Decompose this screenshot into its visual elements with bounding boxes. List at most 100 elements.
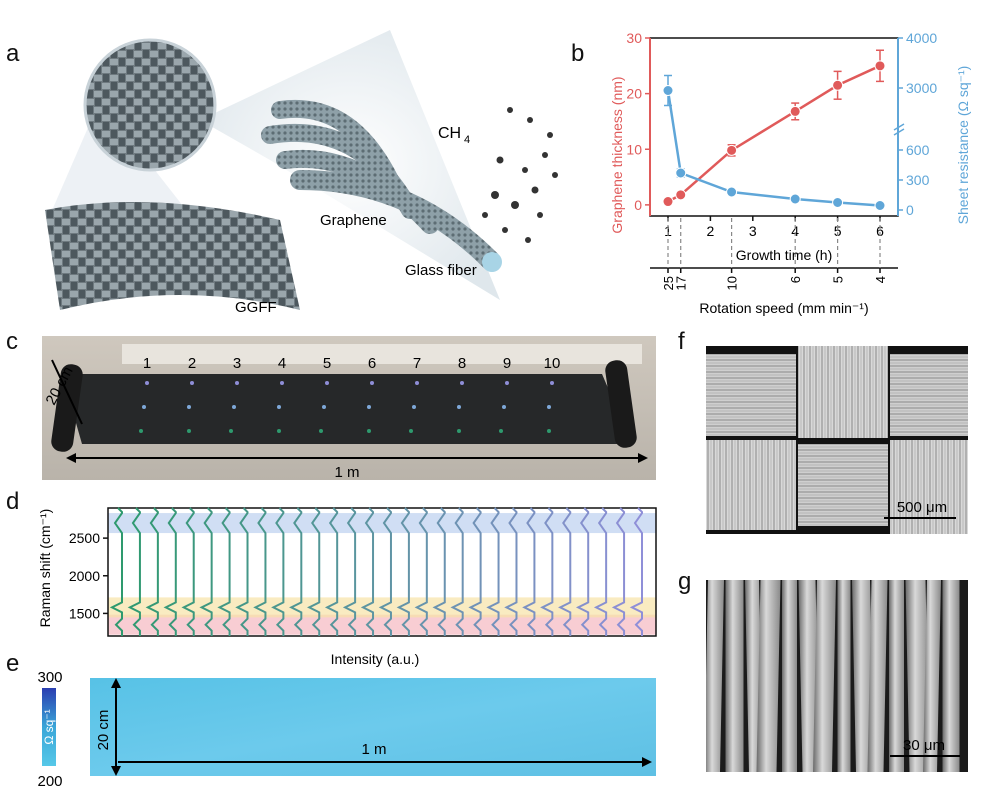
glass-fiber bbox=[706, 580, 724, 772]
panel-g-sem: 30 μm bbox=[706, 580, 968, 772]
x2-tick-label: 5 bbox=[831, 276, 846, 283]
data-point bbox=[832, 197, 844, 208]
measure-dot bbox=[229, 429, 233, 433]
graphene-label: Graphene bbox=[320, 212, 387, 229]
glass-fiber bbox=[923, 580, 941, 772]
fabric-sheet bbox=[45, 202, 300, 310]
data-point bbox=[662, 85, 674, 96]
y-tick-label: 30 bbox=[626, 30, 642, 46]
data-point bbox=[832, 79, 844, 91]
panel-label-g: g bbox=[678, 568, 692, 595]
raman-spectrum bbox=[486, 507, 500, 636]
ch4-molecules bbox=[482, 107, 558, 243]
weave-zoom-circle bbox=[83, 38, 217, 172]
data-point bbox=[789, 105, 801, 117]
y2-tick-label: 600 bbox=[906, 142, 930, 158]
point-number: 8 bbox=[458, 355, 466, 372]
measure-dot bbox=[277, 429, 281, 433]
measure-dot bbox=[139, 429, 143, 433]
measure-dot bbox=[505, 381, 509, 385]
measure-dot bbox=[370, 381, 374, 385]
measure-dot bbox=[325, 381, 329, 385]
band-2D bbox=[108, 513, 656, 534]
raman-spectrum bbox=[540, 507, 554, 636]
x-tick-label: 1 bbox=[664, 223, 672, 239]
x2-tick-label: 10 bbox=[725, 276, 740, 290]
measure-dot bbox=[457, 429, 461, 433]
y-tick-label: 20 bbox=[626, 86, 642, 102]
raman-spectrum bbox=[575, 507, 590, 636]
measure-dot bbox=[280, 381, 284, 385]
d-ytick-label: 1500 bbox=[69, 605, 100, 621]
measure-dot bbox=[460, 381, 464, 385]
film-sheet bbox=[62, 374, 632, 444]
raman-spectrum bbox=[414, 507, 428, 636]
ch4-label: CH bbox=[438, 125, 461, 142]
measure-dot bbox=[367, 405, 371, 409]
x2-axis-label: Rotation speed (mm min⁻¹) bbox=[699, 300, 868, 316]
data-point bbox=[874, 200, 886, 211]
raman-spectrum bbox=[324, 507, 339, 636]
x2-tick-label: 6 bbox=[788, 276, 803, 283]
glass-fiber-label: Glass fiber bbox=[405, 262, 477, 279]
fiber-bundle bbox=[261, 99, 500, 270]
measure-dot bbox=[145, 381, 149, 385]
g-scale-label: 30 μm bbox=[903, 737, 945, 754]
raman-spectrum bbox=[271, 507, 285, 636]
raman-spectrum bbox=[450, 507, 464, 636]
roll-left bbox=[51, 364, 83, 452]
data-point bbox=[726, 186, 738, 198]
measure-dot bbox=[277, 405, 281, 409]
raman-spectrum bbox=[253, 507, 267, 636]
x-tick-label: 4 bbox=[791, 223, 799, 239]
raman-spectrum bbox=[145, 507, 159, 636]
point-number: 5 bbox=[323, 355, 331, 372]
glass-fiber bbox=[942, 580, 960, 772]
raman-spectrum bbox=[127, 507, 141, 636]
d-frame bbox=[107, 507, 657, 637]
raman-spectrum bbox=[163, 507, 177, 636]
x-axis-label: Growth time (h) bbox=[736, 247, 832, 263]
y2-tick-label: 0 bbox=[906, 202, 914, 218]
data-point bbox=[874, 60, 886, 72]
data-point bbox=[675, 189, 687, 201]
panel-label-a: a bbox=[6, 40, 20, 67]
cbar-bottom: 200 bbox=[37, 773, 62, 790]
d-ytick-label: 2000 bbox=[69, 568, 100, 584]
raman-spectrum bbox=[199, 507, 213, 636]
x-tick-label: 3 bbox=[749, 223, 757, 239]
data-point bbox=[789, 193, 801, 205]
raman-spectrum bbox=[432, 507, 446, 636]
data-point bbox=[662, 196, 674, 208]
measure-dot bbox=[190, 381, 194, 385]
raman-spectrum bbox=[217, 507, 231, 636]
axis-break bbox=[893, 123, 905, 131]
measure-dot bbox=[187, 429, 191, 433]
panel-f-sem: 500 μm bbox=[706, 346, 968, 534]
raman-spectrum bbox=[611, 507, 626, 636]
ggff-label: GGFF bbox=[235, 299, 277, 316]
raman-spectrum bbox=[342, 507, 357, 636]
raman-spectrum bbox=[289, 507, 303, 636]
raman-spectrum bbox=[181, 507, 195, 636]
panel-label-b: b bbox=[571, 40, 585, 67]
point-number: 9 bbox=[503, 355, 511, 372]
x2-tick-label: 4 bbox=[873, 276, 888, 283]
x-tick-label: 2 bbox=[707, 223, 715, 239]
measure-dot bbox=[187, 405, 191, 409]
y-axis-label-left: Graphene thickness (nm) bbox=[609, 76, 625, 233]
d-ytick-label: 2500 bbox=[69, 530, 100, 546]
measure-dot bbox=[319, 429, 323, 433]
raman-spectrum bbox=[504, 507, 518, 636]
glass-fiber bbox=[725, 580, 744, 772]
point-number: 3 bbox=[233, 355, 241, 372]
data-point bbox=[675, 167, 687, 179]
glass-fiber bbox=[756, 580, 781, 772]
glass-fiber bbox=[905, 580, 930, 772]
fiber-end bbox=[482, 252, 502, 272]
data-point bbox=[726, 144, 738, 156]
point-number: 4 bbox=[278, 355, 286, 372]
raman-spectrum bbox=[360, 507, 375, 636]
glass-fiber bbox=[782, 580, 797, 772]
